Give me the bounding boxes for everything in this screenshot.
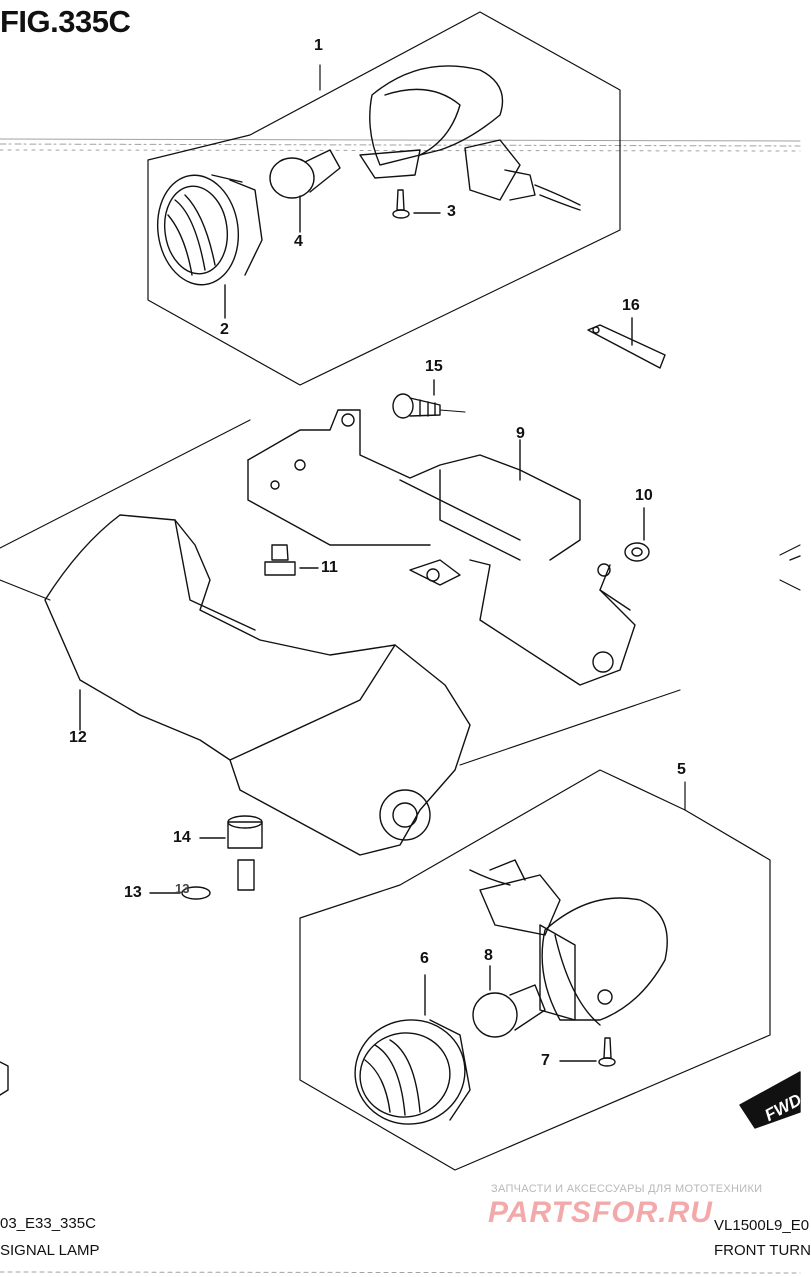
screw-3: [392, 189, 441, 219]
bracket-9: [247, 409, 581, 561]
scan-noise-band: [0, 138, 801, 1274]
part-label-9: 9: [516, 425, 525, 442]
fwd-arrow: [739, 1071, 801, 1129]
lower-bulb: [472, 965, 546, 1038]
grommet-10: [624, 507, 650, 562]
lower-housing: [469, 859, 668, 1026]
edge-fragment: [0, 1061, 9, 1096]
part-label-16: 16: [622, 297, 640, 314]
part-label-8: 8: [484, 947, 493, 964]
part-label-13-duplicate: 13: [175, 881, 190, 896]
strap-16: [587, 317, 666, 369]
part-label-12: 12: [69, 729, 87, 746]
lower-assembly-frame: [299, 769, 771, 1171]
diagram-caption-right: FRONT TURN: [714, 1242, 811, 1259]
watermark-tagline: ЗАПЧАСТИ И АКСЕССУАРЫ ДЛЯ МОТОТЕХНИКИ: [491, 1183, 763, 1195]
edge-fragment-right: [789, 555, 801, 561]
diagram-caption-left: SIGNAL LAMP: [0, 1242, 100, 1259]
upper-bulb: [269, 149, 341, 233]
lower-bracket-plate: [409, 559, 636, 686]
nut-11: [264, 544, 319, 576]
upper-assembly-frame: [147, 11, 621, 386]
grommet-14: [199, 815, 263, 849]
part-label-14: 14: [173, 829, 191, 846]
upper-lens: [156, 174, 263, 319]
part-label-13: 13: [124, 884, 142, 901]
part-label-15: 15: [425, 358, 443, 375]
cover-12: [44, 514, 471, 856]
diagram-code-left: 03_E33_335C: [0, 1215, 96, 1232]
part-label-3: 3: [447, 203, 456, 220]
part-label-6: 6: [420, 950, 429, 967]
upper-housing: [359, 65, 581, 211]
part-label-7: 7: [541, 1052, 550, 1069]
part-label-2: 2: [220, 321, 229, 338]
part-label-4: 4: [294, 233, 303, 250]
part-13: [149, 859, 255, 900]
part-label-11: 11: [321, 559, 338, 576]
bolt-15: [392, 379, 441, 419]
diagram-code-right: VL1500L9_E0: [714, 1217, 810, 1234]
lower-lens: [354, 974, 471, 1125]
part-label-10: 10: [635, 487, 653, 504]
figure-title: FIG.335C: [0, 4, 131, 39]
part-label-5: 5: [677, 761, 686, 778]
leader-perspective-lines: [0, 409, 801, 766]
watermark-logo: PARTSFOR.RU: [488, 1196, 713, 1229]
part-label-1: 1: [314, 37, 323, 54]
screw-7: [559, 1037, 616, 1067]
